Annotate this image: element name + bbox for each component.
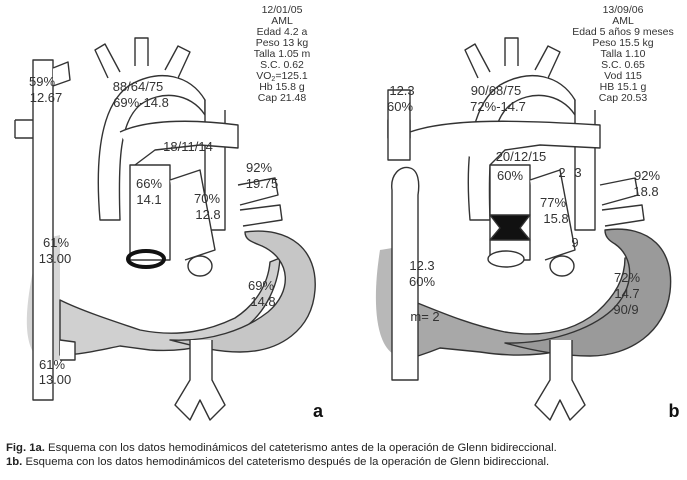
a-lv-pressure: 14.8 bbox=[250, 294, 275, 309]
info-b-line-4: Peso 15.5 kg bbox=[592, 37, 653, 49]
a-rpv-sat: 92% bbox=[246, 160, 272, 175]
a-rpv-pressure: 19.75 bbox=[246, 176, 279, 191]
info-b-line-3: Edad 5 años 9 meses bbox=[572, 26, 674, 38]
info-a-line-4: Peso 13 kg bbox=[256, 37, 309, 49]
a-ivc-sat: 61% bbox=[39, 357, 65, 372]
panel-a-values: 59% 12.67 88/64/75 69%-14.8 18/11/14 66%… bbox=[29, 74, 324, 421]
caption-a-label: Fig. 1a. bbox=[6, 442, 45, 454]
b-lv-pressure: 14.7 bbox=[614, 286, 639, 301]
b-la-pressure: 15.8 bbox=[543, 211, 568, 226]
a-pa-sat: 66% bbox=[136, 176, 162, 191]
b-ra-pressure: 12.3 bbox=[409, 258, 434, 273]
info-a-line-9: Cap 21.48 bbox=[258, 92, 307, 104]
info-a-line-3: Edad 4.2 a bbox=[257, 26, 308, 38]
caption-b-text: Esquema con los datos hemodinámicos del … bbox=[22, 456, 550, 468]
panel-a-heart-diagram bbox=[14, 37, 316, 421]
b-pa-sat: 60% bbox=[497, 168, 523, 183]
info-b-line-9: Cap 20.53 bbox=[599, 92, 648, 104]
panel-b-heart-diagram bbox=[375, 37, 672, 421]
b-ra-mean: m= 2 bbox=[410, 309, 439, 324]
caption-line-a: Fig. 1a. Esquema con los datos hemodinám… bbox=[6, 441, 682, 455]
b-aorta-sat: 72%-14.7 bbox=[470, 99, 526, 114]
caption-line-b: 1b. Esquema con los datos hemodinámicos … bbox=[6, 455, 682, 469]
b-svc-pressure: 12.3 bbox=[389, 83, 414, 98]
panel-a-letter: a bbox=[313, 401, 324, 421]
a-ra-pressure: 13.00 bbox=[39, 251, 72, 266]
info-b-line-8: HB 15.1 g bbox=[600, 81, 647, 93]
figure-caption: Fig. 1a. Esquema con los datos hemodinám… bbox=[6, 441, 682, 469]
a-lv-sat: 69% bbox=[248, 278, 274, 293]
a-la-pressure: 12.8 bbox=[195, 207, 220, 222]
info-b-line-5: Talla 1.10 bbox=[601, 48, 646, 60]
info-a-line-6: S.C. 0.62 bbox=[260, 59, 304, 71]
a-aorta-sat: 69%-14.8 bbox=[113, 95, 169, 110]
b-rpv-sat: 92% bbox=[634, 168, 660, 183]
info-b-line-6: S.C. 0.65 bbox=[601, 59, 645, 71]
b-lv-pressures: 90/9 bbox=[613, 302, 638, 317]
info-a-line-8: Hb 15.8 g bbox=[259, 81, 305, 93]
b-lv-sat: 72% bbox=[614, 270, 640, 285]
info-b-line-2: AML bbox=[612, 15, 634, 27]
a-la-sat: 70% bbox=[194, 191, 220, 206]
panel-b-info-block: 13/09/06 AML Edad 5 años 9 meses Peso 15… bbox=[572, 4, 674, 104]
panel-a-info-block: 12/01/05 AML Edad 4.2 a Peso 13 kg Talla… bbox=[254, 4, 311, 104]
b-num-3: 3 bbox=[574, 165, 581, 180]
a-svc-pressure: 12.67 bbox=[30, 90, 63, 105]
info-a-line-5: Talla 1.05 m bbox=[254, 48, 311, 60]
b-num-9: 9 bbox=[571, 235, 578, 250]
b-rpv-pressure: 18.8 bbox=[633, 184, 658, 199]
info-a-line-7: VO2=125.1 bbox=[256, 70, 308, 83]
b-aorta-pressures: 90/68/75 bbox=[471, 83, 522, 98]
info-b-line-1: 13/09/06 bbox=[603, 4, 644, 16]
b-num-2: 2 bbox=[558, 165, 565, 180]
b-ra-sat: 60% bbox=[409, 274, 435, 289]
caption-b-label: 1b. bbox=[6, 456, 23, 468]
info-a-line-1: 12/01/05 bbox=[262, 4, 303, 16]
panel-b-letter: b bbox=[669, 401, 680, 421]
a-aorta-pressures: 88/64/75 bbox=[113, 79, 164, 94]
info-b-line-7: Vod 115 bbox=[604, 70, 642, 82]
panel-b-values: 12.3 60% 90/68/75 72%-14.7 20/12/15 60% … bbox=[387, 83, 680, 421]
a-svc-sat: 59% bbox=[29, 74, 55, 89]
a-ivc-pressure: 13.00 bbox=[39, 372, 72, 387]
info-a-line-2: AML bbox=[271, 15, 293, 27]
b-la-sat: 77% bbox=[540, 195, 566, 210]
a-ra-sat: 61% bbox=[43, 235, 69, 250]
caption-a-text: Esquema con los datos hemodinámicos del … bbox=[44, 442, 557, 454]
b-svc-sat: 60% bbox=[387, 99, 413, 114]
a-pa-pressure: 14.1 bbox=[136, 192, 161, 207]
b-pa-pressures: 20/12/15 bbox=[496, 149, 547, 164]
a-pa-pressures: 18/11/14 bbox=[163, 139, 213, 154]
